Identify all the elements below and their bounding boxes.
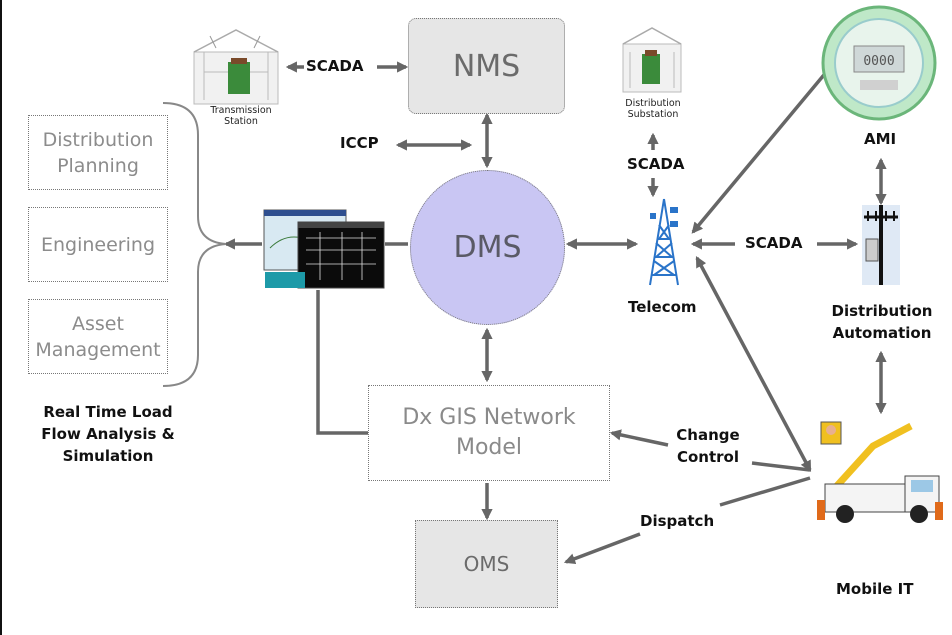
mobile-it-label: Mobile IT [836,580,914,598]
engineering-node: Engineering [28,207,168,282]
scada-label-automation: SCADA [745,234,803,252]
telecom-label: Telecom [628,298,697,316]
distribution-automation-icon [862,205,900,285]
nms-node: NMS [408,18,565,114]
arrow-dispatch-oms [563,532,641,565]
ami-label: AMI [864,130,897,148]
oms-node: OMS [415,520,558,608]
scada-label-transmission: SCADA [306,57,364,75]
line-mobile-dispatch [719,476,811,507]
grouping-bracket [162,102,227,387]
iccp-label: ICCP [340,134,379,152]
asset-management-node: Asset Management [28,299,168,374]
control-screens-icon [263,209,385,289]
telecom-tower-icon [649,198,679,286]
arrow-telecom-ami [691,56,840,234]
distribution-planning-node: Distribution Planning [28,115,168,190]
line-screens-gis [316,290,368,435]
arrow-change-gis [609,429,669,447]
distribution-substation-caption: Distribution Substation [625,98,681,120]
transmission-station-caption: Transmission Station [210,105,272,127]
change-control-label: Change Control [676,426,740,466]
transmission-station-icon [193,29,279,105]
scada-label-substation: SCADA [627,155,685,173]
dispatch-label: Dispatch [640,512,715,530]
ami-meter-icon: 0000 [821,5,937,121]
distribution-automation-label: Distribution Automation [831,302,933,342]
svg-text:0000: 0000 [863,54,894,69]
gis-network-model-node: Dx GIS Network Model [368,385,610,481]
line-mobile-change [751,461,811,472]
real-time-load-flow-label: Real Time Load Flow Analysis & Simulatio… [41,403,175,465]
dms-node: DMS [410,170,565,325]
distribution-substation-icon [622,27,682,93]
arrow-telecom-mobile [695,256,812,472]
mobile-it-truck-icon [817,421,943,523]
